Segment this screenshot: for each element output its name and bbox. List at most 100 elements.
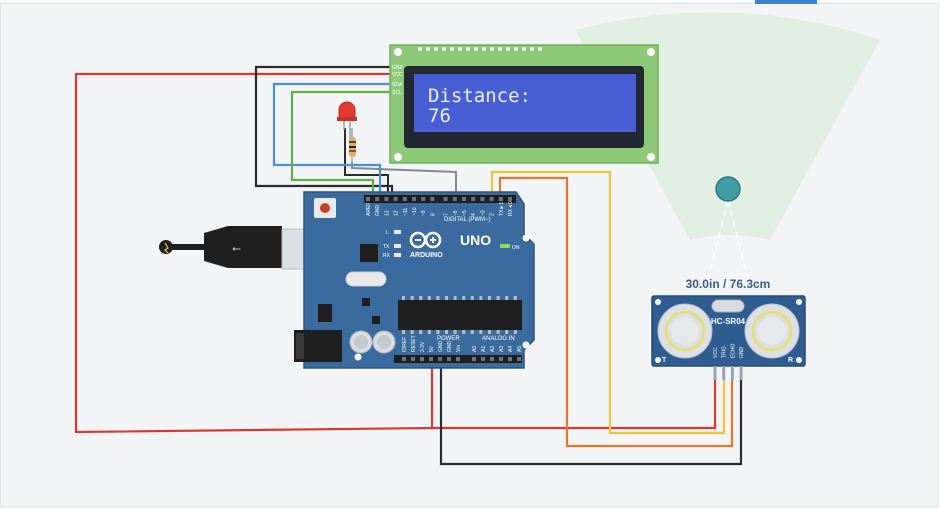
lcd-header-hole [482,47,486,51]
wire-red-5v-lcd[interactable] [74,72,434,434]
analog-pin-hole[interactable] [499,357,503,361]
power-pin-hole[interactable] [447,357,451,361]
analog-pin-label: A3 [499,346,505,352]
lcd-header-hole [522,47,526,51]
digital-pin-label: GND [375,205,381,217]
wire-black-gnd-lcd[interactable] [254,65,394,197]
board-brand: ARDUINO [410,252,443,259]
digital-pin-hole[interactable] [412,197,416,201]
analog-pin-hole[interactable] [517,357,521,361]
digital-pin-hole[interactable] [471,197,476,201]
power-pin-label: GND [447,341,453,353]
sensor-pin[interactable] [722,366,726,380]
digital-pin-hole[interactable] [462,197,466,201]
power-pin-hole[interactable] [429,357,433,361]
wire-red-5v-sensor[interactable] [432,380,717,430]
lcd-line-1: Distance: [428,85,531,107]
lcd-header-hole [498,47,502,51]
wire-gray-led-pin[interactable] [351,162,457,197]
wire-green-scl[interactable] [290,90,392,197]
usb-symbol-icon: ⭠ [232,242,241,255]
analog-pin-hole[interactable] [472,357,476,361]
digital-pin-hole[interactable] [421,197,426,201]
wire-black-gnd-sensor[interactable] [439,357,743,466]
lcd-line-2: 76 [428,105,451,127]
wire-yellow-trig[interactable] [490,170,726,435]
wire-black-led[interactable] [344,128,389,197]
range-guide-left [707,199,729,281]
lcd-header-hole [418,47,422,51]
lcd-header-hole [434,47,438,51]
sensor-pin[interactable] [739,366,743,380]
digital-pin-hole[interactable] [489,197,494,201]
led-tx-indicator [394,244,401,248]
digital-pin-hole[interactable] [498,197,503,201]
analog-pin-hole[interactable] [508,357,512,361]
lcd-header-hole [426,47,430,51]
digital-pin-label: ~9 [421,210,427,216]
led-l-label: L [386,230,389,236]
sensor-pin[interactable] [713,366,717,380]
lcd-header-hole [514,47,518,51]
analog-label: ANALOG IN [482,336,515,342]
lcd-pin-gnd: GND [392,65,404,71]
sensor-crystal [711,299,745,313]
analog-pin-label: A5 [517,346,523,352]
digital-pin-hole[interactable] [375,197,380,201]
digital-pin-hole[interactable] [443,197,448,201]
lcd-header-hole [490,47,494,51]
digital-pin-hole[interactable] [366,197,370,201]
resistor-component[interactable] [349,128,356,164]
digital-pin-hole[interactable] [508,197,512,201]
digital-pin-label: ~11 [403,208,409,216]
power-pin-hole[interactable] [438,357,442,361]
target-object[interactable] [715,176,741,202]
power-pin-hole[interactable] [420,357,424,361]
power-pin-label: Vin [456,345,462,352]
power-pin-label: GND [438,341,444,353]
power-pin-hole[interactable] [402,357,406,361]
digital-pin-hole[interactable] [393,197,398,201]
led-l-indicator [394,230,401,234]
led-rx-indicator [394,253,401,257]
power-pin-label: 5V [429,345,435,352]
analog-pin-hole[interactable] [490,357,494,361]
wire-orange-echo[interactable] [498,176,734,448]
digital-pin-label: TX►1 [499,202,505,216]
lcd-module[interactable]: Distance: 76 GND VCC SDA SCL [389,44,659,164]
power-pin-hole[interactable] [456,357,460,361]
digital-pin-hole[interactable] [384,197,389,201]
digital-pin-hole[interactable] [402,197,407,201]
range-guide-right [727,199,749,281]
lcd-screen [414,74,636,132]
digital-pin-hole[interactable] [430,197,435,201]
crystal-oscillator [345,271,387,287]
power-pin-label: IOREF [402,337,408,352]
analog-pin-label: A0 [472,346,478,352]
analog-pin-hole[interactable] [481,357,485,361]
lcd-header-hole [458,47,462,51]
digital-pin-label: ~3 [480,210,486,216]
lcd-header-hole [530,47,534,51]
sensor-pin[interactable] [730,366,734,380]
led-component[interactable] [337,101,357,140]
digital-pin-hole[interactable] [480,197,485,201]
led-on-indicator [500,244,510,248]
lcd-pin-sda: SDA [392,82,403,88]
wire-blue-sda[interactable] [272,82,392,197]
digital-pin-label: 8 [430,213,436,216]
voltage-regulator [318,304,332,322]
digital-header [364,195,516,203]
distance-readout: 30.0in / 76.3cm [686,277,771,291]
analog-pin-label: A1 [481,346,487,352]
led-rx-label: RX [383,253,391,259]
power-label: POWER [437,336,460,342]
digital-pin-label: 13 [384,210,390,216]
led-tx-label: TX [383,244,390,250]
sensor-pin-label: TRIG [722,346,728,358]
power-pin-hole[interactable] [411,357,415,361]
analog-pin-label: A2 [490,346,496,352]
digital-pin-hole[interactable] [452,197,457,201]
